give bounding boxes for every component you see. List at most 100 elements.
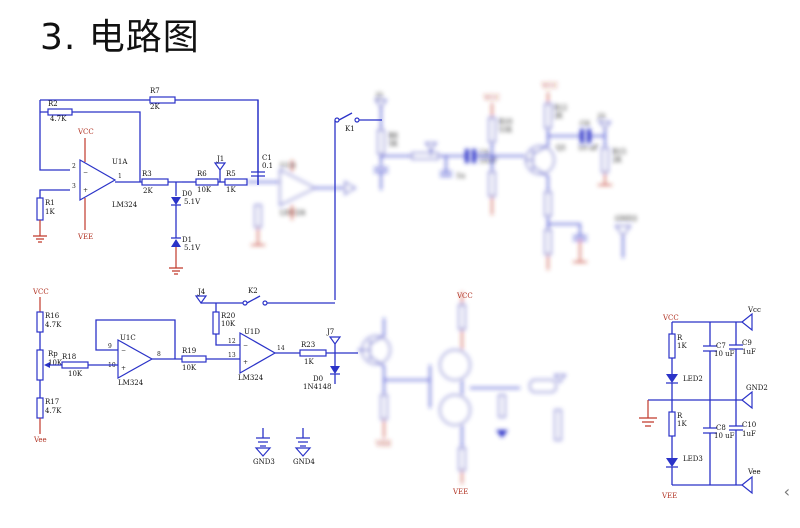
label-c6: C6 xyxy=(580,120,590,128)
potentiometer-rp xyxy=(36,349,44,381)
u1c-stage: VCC R16 4.7K Rp 10K R17 4.7K Vee R18 10K… xyxy=(32,287,358,466)
svg-text:13: 13 xyxy=(228,352,236,359)
label-vcc3: VCC xyxy=(541,82,558,90)
label-gnd3: GND3 xyxy=(615,215,637,223)
terminal-vee xyxy=(741,475,753,495)
label-r16-value: 4.7K xyxy=(45,321,62,329)
label-c10-value: 1uF xyxy=(742,430,756,438)
label-j7: J7 xyxy=(326,328,334,336)
label-c6-value: 10 uF xyxy=(578,144,599,152)
label-vcc2: VCC xyxy=(483,94,500,102)
label-vcc6: Vcc xyxy=(747,306,761,314)
label-vcc6-left: VCC xyxy=(662,314,679,322)
label-c8: C8 xyxy=(716,424,726,432)
label-k2: K2 xyxy=(248,287,258,295)
diode-d0b xyxy=(330,366,340,374)
svg-text:14: 14 xyxy=(277,345,285,352)
resistor-led2 xyxy=(668,333,676,359)
label-r5-value: 1K xyxy=(226,186,236,194)
transistor-amplifier-top: J2 R8 5K 1u C4 10uF VCC R10 51K Q1 VCC xyxy=(374,82,637,270)
label-gnd3b: GND3 xyxy=(253,458,275,466)
page-title: 3. 电路图 xyxy=(40,17,200,58)
label-vcc5: VCC xyxy=(456,292,473,300)
resistor-r6 xyxy=(195,178,219,186)
label-r19-value: 10K xyxy=(182,364,197,372)
svg-text:−: − xyxy=(121,347,126,354)
label-r23-value: 1K xyxy=(304,358,314,366)
svg-text:−: − xyxy=(243,342,248,349)
label-c10: C10 xyxy=(742,421,756,429)
push-pull-output: VEE xyxy=(358,292,567,484)
label-r5: R5 xyxy=(226,170,236,178)
label-u1b: U1B xyxy=(280,162,296,170)
label-d0-value: 5.1V xyxy=(184,198,201,206)
label-r-low-value: 1K xyxy=(677,420,687,428)
svg-text:+: + xyxy=(243,359,248,366)
svg-text:2: 2 xyxy=(72,163,76,170)
resistor-r23 xyxy=(299,349,327,357)
label-j3: J3 xyxy=(597,113,605,121)
label-d1: D1 xyxy=(182,236,192,244)
label-r17: R17 xyxy=(45,398,59,406)
label-c9-value: 1uF xyxy=(742,348,756,356)
label-r6-value: 10K xyxy=(197,186,212,194)
label-rp-value: 10K xyxy=(48,359,63,367)
resistor-r17 xyxy=(36,397,44,419)
label-c1: C1 xyxy=(262,154,272,162)
resistor-r3 xyxy=(141,178,169,186)
label-r15: R15 xyxy=(612,148,626,156)
resistor-r20 xyxy=(212,311,220,335)
test-point-j1 xyxy=(213,162,227,172)
chevron-left-icon[interactable]: ‹ xyxy=(783,482,790,501)
label-r7: R7 xyxy=(150,87,160,95)
label-lm2: LM324 xyxy=(280,209,306,217)
label-led3: LED3 xyxy=(683,455,703,463)
terminal-gnd2 xyxy=(741,390,753,410)
label-vee2: Vee xyxy=(33,436,47,444)
label-r2: R2 xyxy=(48,100,58,108)
resistor-r18 xyxy=(61,361,89,369)
opamp-u1c xyxy=(117,338,154,380)
label-r-up-value: 1K xyxy=(677,342,687,350)
resistor-led3 xyxy=(668,411,676,437)
label-r20: R20 xyxy=(221,312,235,320)
label-r17-value: 4.7K xyxy=(45,407,62,415)
label-r18: R18 xyxy=(62,353,76,361)
label-q1: Q1 xyxy=(556,144,566,152)
u1a-stage: R7 2K R2 4.7K VCC − + U1A LM324 2 3 1 VE… xyxy=(33,87,273,275)
power-indicator-section: VCC Vcc GND2 Vee VEE R 1K LED2 R 1K LED3… xyxy=(639,306,768,500)
label-lm4: LM324 xyxy=(238,374,264,382)
label-j1: J1 xyxy=(216,155,224,163)
label-c7-value: 10 uF xyxy=(714,350,735,358)
label-vee3: VEE xyxy=(375,440,391,448)
label-d0b-value: 1N4148 xyxy=(303,383,331,391)
label-r18-value: 10K xyxy=(68,370,83,378)
label-c7: C7 xyxy=(716,342,726,350)
label-r1: R1 xyxy=(45,199,55,207)
u1b-stage: U1B LM324 xyxy=(247,160,357,246)
resistor-r19 xyxy=(181,355,207,363)
label-vee1: VEE xyxy=(77,233,93,241)
label-j2: J2 xyxy=(375,92,383,100)
label-vcc4: VCC xyxy=(32,288,49,296)
label-d1-value: 5.1V xyxy=(184,244,201,252)
resistor-r5 xyxy=(224,178,248,186)
label-r3: R3 xyxy=(142,170,152,178)
svg-text:+: + xyxy=(83,187,88,194)
label-r-up: R xyxy=(677,334,683,342)
svg-text:3: 3 xyxy=(72,183,76,190)
opamp-u1a xyxy=(79,158,117,202)
label-gnd2: GND2 xyxy=(746,384,768,392)
label-r8: R8 xyxy=(388,132,398,140)
label-k1: K1 xyxy=(345,125,355,133)
label-r16: R16 xyxy=(45,312,60,320)
label-r2-value: 4.7K xyxy=(50,115,67,123)
svg-text:12: 12 xyxy=(228,338,236,345)
test-point-j4 xyxy=(194,295,208,305)
label-d0: D0 xyxy=(182,190,192,198)
label-u1d: U1D xyxy=(244,328,260,336)
label-r-low: R xyxy=(677,412,683,420)
label-r7-value: 2K xyxy=(150,103,160,111)
label-led2: LED2 xyxy=(683,375,703,383)
label-c9: C9 xyxy=(742,339,752,347)
